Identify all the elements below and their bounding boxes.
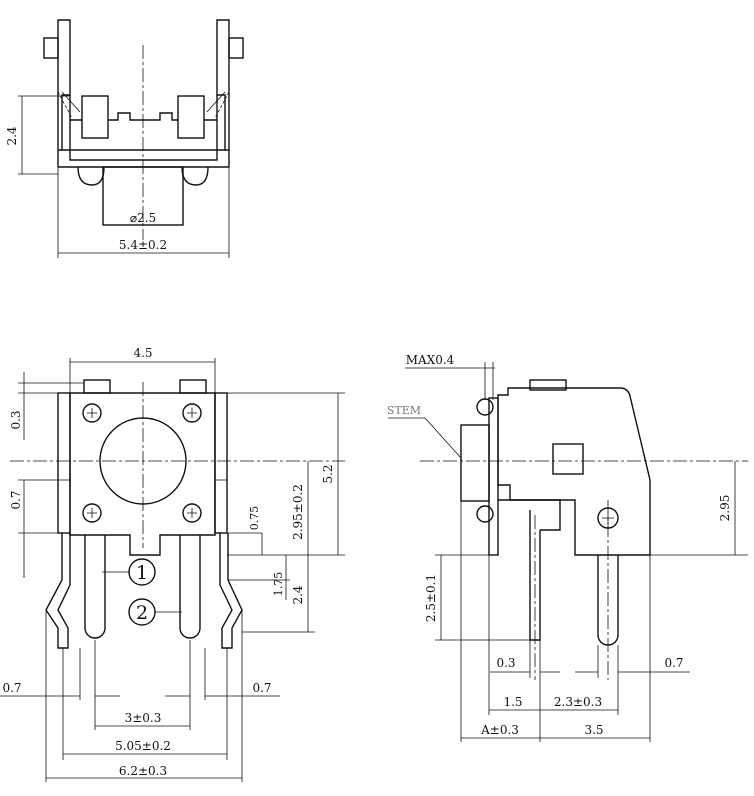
front-dim-07-left: 0.7 [9, 490, 23, 509]
side-dim-15: 1.5 [503, 695, 522, 709]
side-stem-label: STEM [387, 404, 421, 417]
side-dim-23: 2.3±0.3 [554, 695, 602, 709]
front-span-505: 5.05±0.2 [115, 739, 171, 753]
front-dim-52: 5.2 [321, 464, 335, 483]
top-height-dim: 2.4 [5, 126, 19, 145]
side-dim-07: 0.7 [664, 656, 683, 670]
front-span-62: 6.2±0.3 [119, 764, 167, 778]
front-top-width: 4.5 [133, 346, 152, 360]
side-dim-35: 3.5 [584, 723, 603, 737]
callout-2: 2 [136, 602, 148, 624]
front-dim-24: 2.4 [291, 585, 305, 604]
front-dim-075: 0.75 [248, 506, 261, 531]
mounting-markers [82, 403, 202, 523]
side-max: MAX0.4 [406, 353, 455, 367]
top-stem-dia: ⌀2.5 [130, 211, 156, 225]
front-dim-175: 1.75 [272, 572, 285, 597]
side-dim-a: A±0.3 [480, 723, 519, 737]
front-pitch: 3±0.3 [125, 711, 162, 725]
front-dim-03: 0.3 [9, 410, 23, 429]
front-bottom-07-right: 0.7 [252, 681, 271, 695]
side-dim-25: 2.5±0.1 [424, 574, 438, 622]
front-view: 4.5 0.3 0.7 5.2 2.95±0.2 0.75 1.75 2.4 [0, 346, 345, 782]
front-bottom-07-left: 0.7 [2, 681, 21, 695]
front-dim-295: 2.95±0.2 [291, 484, 305, 540]
side-dim-295: 2.95 [718, 495, 732, 522]
callout-1: 1 [136, 562, 148, 584]
side-view: MAX0.4 STEM 2.95 2.5±0.1 0.3 0.7 1.5 2.3… [387, 353, 748, 742]
top-view: 2.4 ⌀2.5 5.4±0.2 [5, 19, 244, 258]
side-dim-03: 0.3 [496, 656, 515, 670]
top-width-dim: 5.4±0.2 [119, 238, 167, 252]
